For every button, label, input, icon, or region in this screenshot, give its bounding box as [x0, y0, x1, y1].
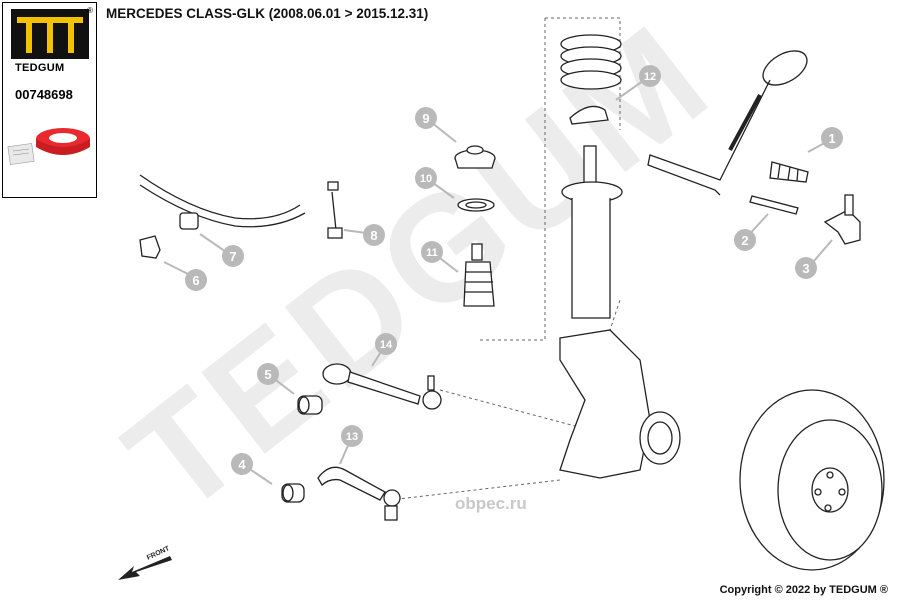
svg-text:13: 13 [346, 431, 358, 443]
bump-stop [463, 243, 495, 307]
spring-seat [569, 105, 609, 125]
tie-rod [749, 195, 799, 215]
svg-text:4: 4 [238, 457, 246, 472]
svg-text:5: 5 [264, 367, 271, 382]
callout-7[interactable]: 7 [222, 245, 244, 267]
callout-2[interactable]: 2 [734, 229, 756, 251]
svg-text:7: 7 [229, 249, 236, 264]
svg-text:9: 9 [422, 111, 429, 126]
registered-mark: ® [87, 6, 93, 15]
wheel-tire [739, 389, 885, 571]
copyright-text: Copyright © 2022 by TEDGUM ® [719, 584, 888, 596]
callout-3[interactable]: 3 [795, 257, 817, 279]
svg-text:2: 2 [741, 233, 748, 248]
svg-text:8: 8 [370, 228, 377, 243]
tie-rod-end [823, 194, 861, 245]
svg-text:6: 6 [192, 273, 199, 288]
svg-text:10: 10 [420, 173, 432, 185]
callout-8[interactable]: 8 [363, 224, 385, 246]
svg-text:3: 3 [802, 261, 809, 276]
lower-control-arm [317, 466, 401, 521]
callout-9[interactable]: 9 [415, 107, 437, 129]
callout-4[interactable]: 4 [231, 453, 253, 475]
callout-5[interactable]: 5 [257, 363, 279, 385]
strut-mount [454, 145, 496, 169]
callout-13[interactable]: 13 [341, 425, 363, 447]
stabilizer-link [327, 181, 343, 239]
control-arm-bushing-lower [281, 483, 305, 503]
upper-control-arm [322, 363, 442, 410]
tedgum-logo-icon [11, 9, 89, 59]
stabilizer-bracket [139, 235, 161, 259]
stabilizer-bar [139, 174, 306, 228]
part-info-box: ® TEDGUM 00748698 [2, 2, 97, 198]
front-arrow-icon: FRONT [118, 545, 172, 580]
callout-14[interactable]: 14 [375, 333, 397, 355]
strut-bearing [457, 198, 495, 212]
callout-10[interactable]: 10 [415, 167, 437, 189]
svg-text:11: 11 [426, 247, 438, 259]
part-number: 00748698 [15, 87, 73, 102]
steering-boot [769, 161, 809, 183]
svg-text:1: 1 [828, 131, 835, 146]
watermark-site: obpec.ru [455, 494, 527, 513]
callout-1[interactable]: 1 [821, 127, 843, 149]
callout-11[interactable]: 11 [421, 241, 443, 263]
callouts: 1 2 3 4 5 6 7 8 9 10 11 12 13 14 [185, 65, 843, 475]
steering-column [647, 50, 808, 196]
brand-name: TEDGUM [15, 62, 65, 74]
control-arm-bushing-upper [297, 395, 323, 415]
shock-absorber [561, 145, 623, 319]
callout-12[interactable]: 12 [639, 65, 661, 87]
svg-text:12: 12 [644, 71, 656, 83]
part-image [7, 128, 90, 165]
coil-spring [560, 34, 622, 90]
svg-text:14: 14 [380, 339, 393, 351]
page-title: MERCEDES CLASS-GLK (2008.06.01 > 2015.12… [106, 6, 429, 21]
callout-6[interactable]: 6 [185, 269, 207, 291]
steering-knuckle [559, 329, 681, 479]
stabilizer-bushing [179, 212, 199, 230]
